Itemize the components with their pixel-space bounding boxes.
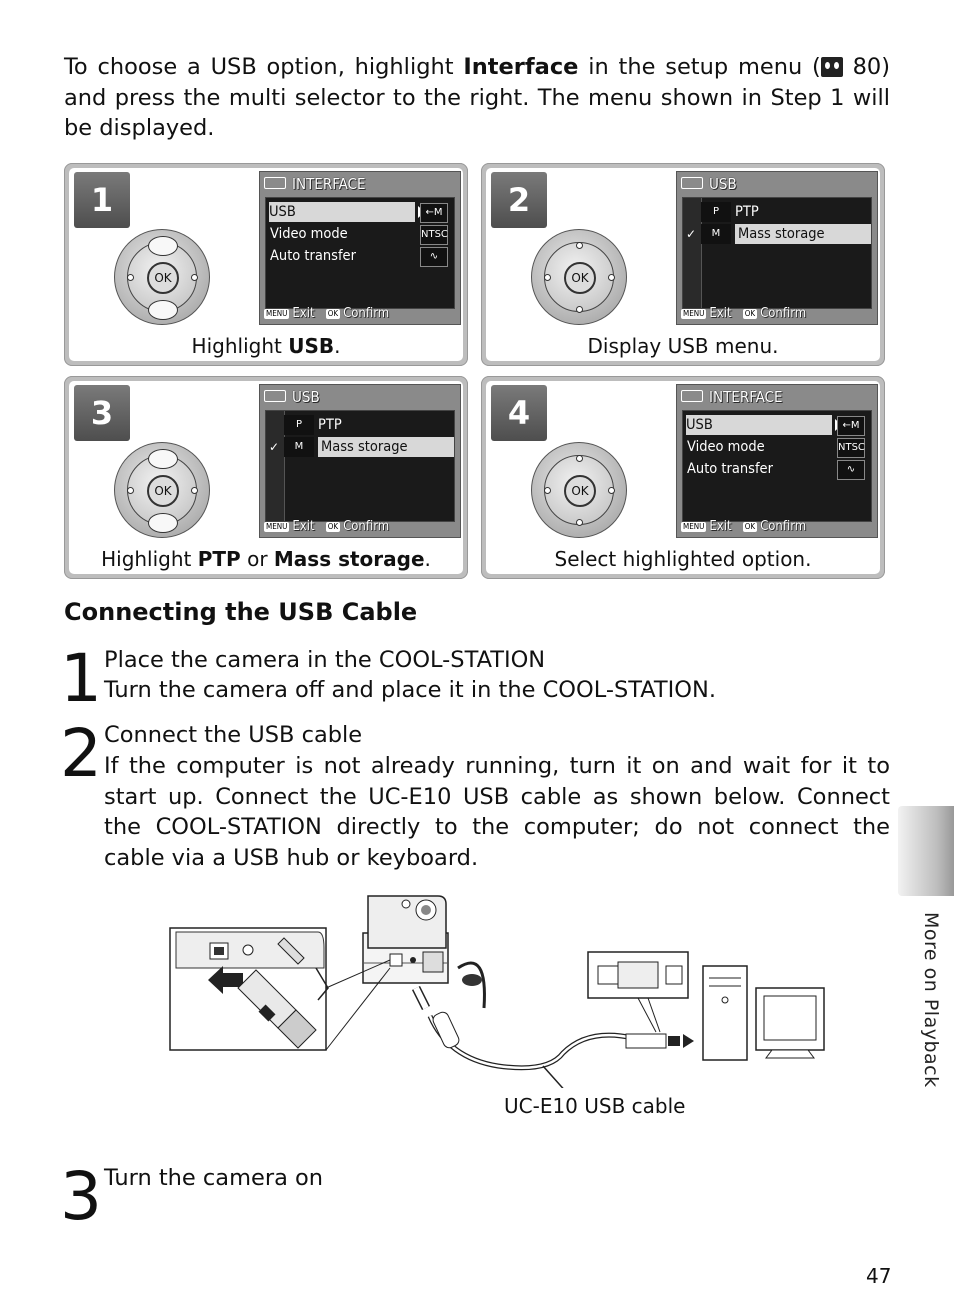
step-title-1: Place the camera in the COOL-STATION (104, 647, 546, 673)
menu-item-auto-transfer: Auto transfer (270, 248, 356, 264)
lcd-title: USB (264, 387, 456, 407)
menu-reference-icon (820, 57, 843, 77)
check-icon: ✓ (269, 440, 280, 454)
intro-paragraph: To choose a USB option, highlight Interf… (64, 52, 890, 144)
step-number-1: 1 (60, 640, 102, 717)
ok-button-icon: OK (564, 262, 596, 294)
cool-station-icon (362, 895, 449, 984)
panel-number: 4 (491, 385, 547, 441)
panel-caption: Highlight USB. (191, 334, 341, 358)
step-body-1: Turn the camera off and place it in the … (104, 677, 716, 703)
lcd-screen: INTERFACE USB ←M Video mode NTSC Auto tr… (676, 384, 878, 538)
intro-text-3: 80) and press the multi selector to the … (64, 54, 890, 141)
step-title-2: Connect the USB cable (104, 722, 363, 748)
step-number-2: 2 (60, 715, 102, 792)
intro-text-2: in the setup menu ( (578, 54, 821, 80)
lcd-title: INTERFACE (681, 387, 873, 407)
lcd-screen: INTERFACE USB ←M Video mode NTSC Auto tr… (259, 171, 461, 325)
menu-item-ptp: PTP (735, 204, 759, 220)
menu-item-video-mode: Video mode (687, 439, 765, 455)
chapter-tab (898, 806, 954, 896)
inset-usb-port-icon (169, 927, 329, 1051)
usb-cable-icon (411, 961, 694, 1071)
setup-menu-icon (264, 177, 286, 189)
usb-mass-storage-icon: ←M (837, 416, 865, 436)
ptp-icon: P (701, 202, 731, 222)
lcd-title: USB (681, 174, 873, 194)
auto-transfer-icon: ∿ (420, 247, 448, 267)
setup-menu-icon (681, 390, 703, 402)
usb-plug-inset-icon (587, 951, 689, 1033)
step-panel-1: 1 OK INTERFACE USB ←M Video mode NTSC Au… (64, 163, 468, 366)
ntsc-icon: NTSC (837, 438, 865, 458)
menu-item-ptp: PTP (318, 417, 342, 433)
section-heading: Connecting the USB Cable (64, 598, 418, 626)
computer-tower-icon (702, 965, 748, 1061)
menu-item-mass-storage: Mass storage (318, 437, 454, 457)
selector-up-icon (148, 449, 178, 469)
panel-number: 3 (74, 385, 130, 441)
ntsc-icon: NTSC (420, 225, 448, 245)
panel-caption: Select highlighted option. (554, 547, 812, 571)
setup-menu-icon (681, 177, 703, 189)
menu-item-usb: USB (269, 202, 415, 222)
intro-bold: Interface (463, 54, 579, 80)
lcd-title: INTERFACE (264, 174, 456, 194)
panel-caption: Highlight PTP or Mass storage. (101, 547, 431, 571)
check-icon: ✓ (686, 227, 697, 241)
monitor-icon (755, 987, 825, 1059)
menu-item-mass-storage: Mass storage (735, 224, 871, 244)
ok-button-icon: OK (147, 475, 179, 507)
auto-transfer-icon: ∿ (837, 460, 865, 480)
mass-storage-icon: M (284, 437, 314, 457)
step-panel-4: 4 OK INTERFACE USB ←M Video mode NTSC Au… (481, 376, 885, 579)
side-chapter-label: More on Playback (920, 912, 942, 1088)
ok-button-icon: OK (564, 475, 596, 507)
multi-selector-icon: OK (114, 442, 210, 538)
intro-text-1: To choose a USB option, highlight (64, 54, 464, 80)
setup-menu-icon (264, 390, 286, 402)
page-number: 47 (866, 1264, 892, 1288)
selector-down-icon (148, 300, 178, 320)
panel-number: 2 (491, 172, 547, 228)
selector-up-icon (148, 236, 178, 256)
multi-selector-icon: OK (531, 229, 627, 325)
ptp-icon: P (284, 415, 314, 435)
menu-item-video-mode: Video mode (270, 226, 348, 242)
usb-mass-storage-icon: ←M (420, 203, 448, 223)
panel-caption: Display USB menu. (587, 334, 779, 358)
panel-number: 1 (74, 172, 130, 228)
step-title-3: Turn the camera on (104, 1165, 324, 1191)
multi-selector-icon: OK (114, 229, 210, 325)
menu-item-usb: USB (686, 415, 832, 435)
menu-item-auto-transfer: Auto transfer (687, 461, 773, 477)
step-number-3: 3 (60, 1158, 102, 1235)
step-body-2: If the computer is not already running, … (104, 753, 890, 871)
multi-selector-icon: OK (531, 442, 627, 538)
mass-storage-icon: M (701, 224, 731, 244)
usb-connection-illustration (169, 895, 825, 1088)
cable-caption: UC-E10 USB cable (504, 1094, 686, 1118)
ok-button-icon: OK (147, 262, 179, 294)
selector-down-icon (148, 513, 178, 533)
